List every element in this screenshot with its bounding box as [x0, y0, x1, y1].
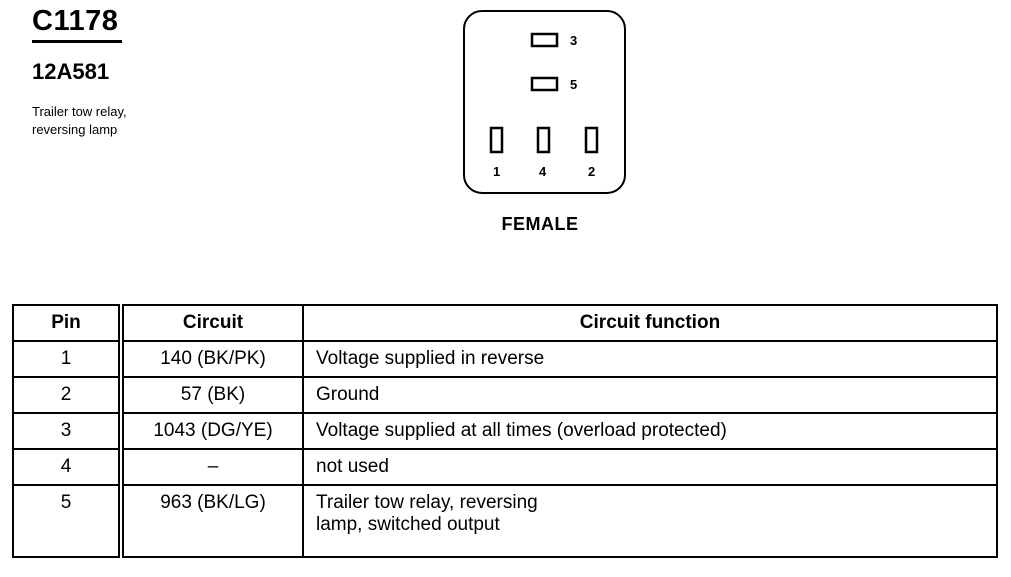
connector-body-outline: [463, 10, 626, 194]
function-cell: Ground: [302, 376, 998, 414]
table-row: 4 – not used: [12, 448, 998, 486]
function-text: not used: [316, 456, 389, 477]
pin-4-number: 4: [539, 164, 547, 179]
pinout-table: Pin Circuit Circuit function 1 140 (BK/P…: [12, 304, 998, 558]
connector-description: Trailer tow relay, reversing lamp: [32, 103, 202, 139]
pin-3-number: 3: [570, 33, 577, 48]
function-text-continued: lamp, switched output: [316, 514, 500, 535]
part-number: 12A581: [32, 59, 110, 84]
pin-cell: 4: [12, 448, 122, 486]
header-pin: Pin: [12, 304, 122, 342]
header-circuit: Circuit: [118, 304, 304, 342]
table-row: 2 57 (BK) Ground: [12, 376, 998, 414]
pin-cell: 1: [12, 340, 122, 378]
pin-cell: 2: [12, 376, 122, 414]
description-line-1: Trailer tow relay,: [32, 104, 127, 119]
description-line-2: reversing lamp: [32, 122, 118, 137]
table-row: 1 140 (BK/PK) Voltage supplied in revers…: [12, 340, 998, 378]
circuit-cell: 140 (BK/PK): [118, 340, 304, 378]
header-circuit-function: Circuit function: [302, 304, 998, 342]
pin-cell: 3: [12, 412, 122, 450]
function-text: Trailer tow relay, reversing: [316, 492, 538, 513]
pin-1-number: 1: [493, 164, 500, 179]
function-text: Ground: [316, 384, 380, 405]
connector-gender-label: FEMALE: [501, 214, 579, 234]
function-cell: Trailer tow relay, reversing lamp, switc…: [302, 484, 998, 558]
circuit-cell: 1043 (DG/YE): [118, 412, 304, 450]
function-cell: not used: [302, 448, 998, 486]
function-text: Voltage supplied at all times (overload …: [316, 420, 727, 441]
function-cell: Voltage supplied at all times (overload …: [302, 412, 998, 450]
circuit-cell: 57 (BK): [118, 376, 304, 414]
pin-cell: 5: [12, 484, 122, 558]
connector-id: C1178: [32, 2, 123, 43]
pin-3-terminal: [530, 32, 559, 48]
table-header-row: Pin Circuit Circuit function: [12, 304, 998, 342]
table-row: 3 1043 (DG/YE) Voltage supplied at all t…: [12, 412, 998, 450]
function-cell: Voltage supplied in reverse: [302, 340, 998, 378]
pin-5-number: 5: [570, 77, 577, 92]
function-text: Voltage supplied in reverse: [316, 348, 545, 369]
pin-2-terminal: [584, 126, 599, 154]
table-row: 5 963 (BK/LG) Trailer tow relay, reversi…: [12, 484, 998, 558]
pin-4-terminal: [536, 126, 551, 154]
circuit-cell: –: [118, 448, 304, 486]
pin-1-terminal: [489, 126, 504, 154]
pin-2-number: 2: [588, 164, 595, 179]
pin-5-terminal: [530, 76, 559, 92]
circuit-cell: 963 (BK/LG): [118, 484, 304, 558]
